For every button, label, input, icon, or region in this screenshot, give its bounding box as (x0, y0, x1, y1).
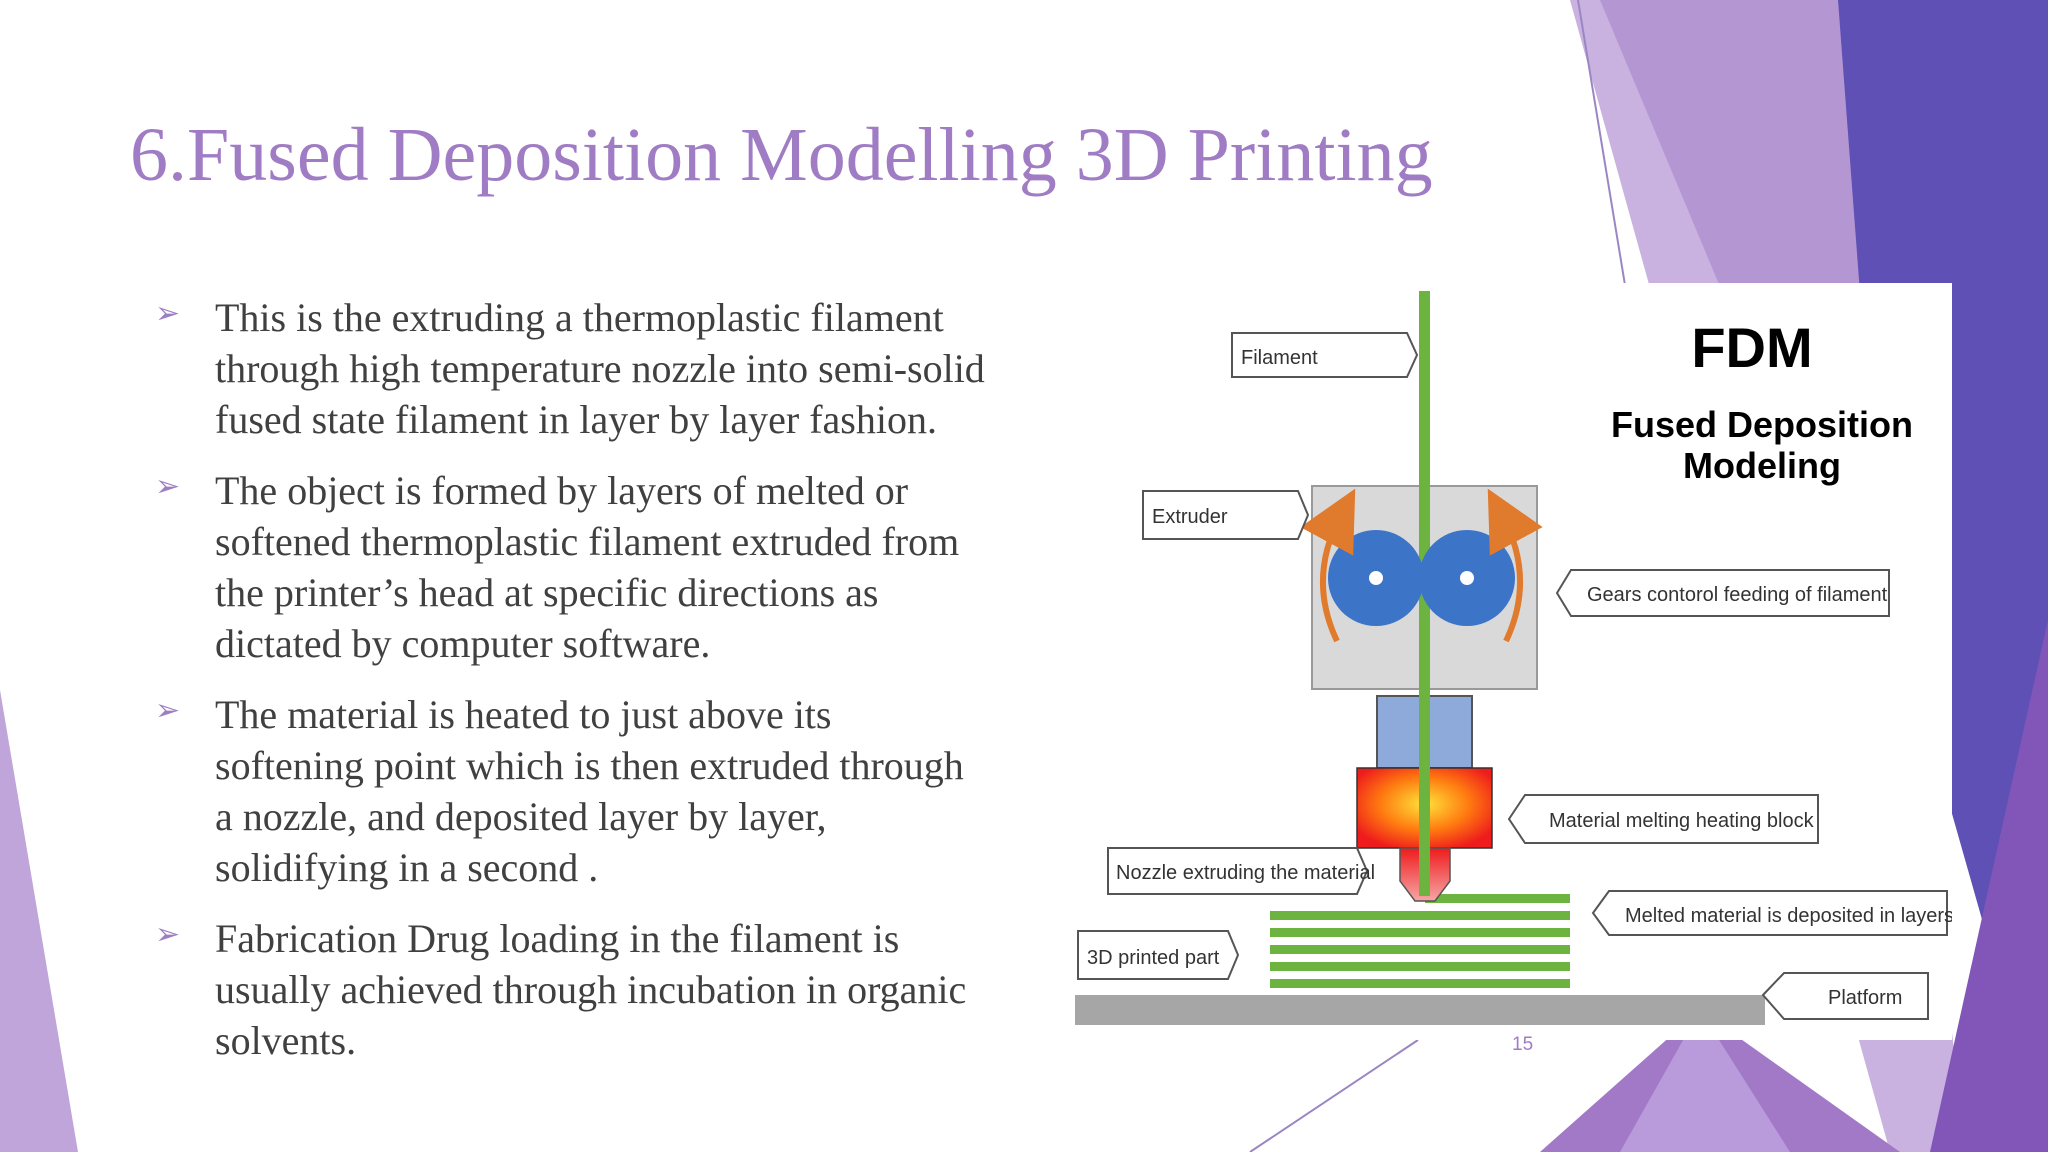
right-gear-hub (1460, 571, 1474, 585)
fdm-diagram-figure: Filament Extruder Nozzle extruding the m… (1075, 283, 1952, 1040)
bullet-item: ➢ Fabrication Drug loading in the filame… (155, 913, 1055, 1066)
label-gears: Gears contorol feeding of filament (1555, 569, 1890, 617)
left-gear-hub (1369, 571, 1383, 585)
figure-subheading-line1: Fused Deposition (1611, 404, 1913, 445)
page-number: 15 (1512, 1034, 1534, 1055)
bullet-line: Fabrication Drug loading in the filament… (215, 916, 900, 961)
bullet-item: ➢ This is the extruding a thermoplastic … (155, 292, 1055, 445)
bullet-line: The material is heated to just above its (215, 692, 832, 737)
label-deposited: Melted material is deposited in layers (1591, 890, 1952, 936)
printed-layer (1270, 945, 1570, 954)
deco-triangle-bottom-right-light (1620, 1010, 1790, 1152)
printed-layer (1270, 928, 1570, 937)
deco-triangle-right-purple (1930, 620, 2048, 1152)
label-gears-text: Gears contorol feeding of filament (1587, 584, 1888, 606)
deco-thin-line-top (1577, 0, 1626, 286)
label-heating-block-text: Material melting heating block (1549, 810, 1815, 832)
bullet-line: usually achieved through incubation in o… (215, 967, 967, 1012)
figure-heading: FDM (1691, 316, 1812, 379)
label-printed-part-text: 3D printed part (1087, 947, 1220, 969)
right-rotation-arrow-icon (1487, 488, 1543, 643)
bullet-list: ➢ This is the extruding a thermoplastic … (155, 292, 1055, 1086)
bullet-line: a nozzle, and deposited layer by layer, (215, 794, 827, 839)
printed-layer (1425, 894, 1570, 903)
bullet-line: through high temperature nozzle into sem… (215, 346, 985, 391)
bullet-arrow-icon: ➢ (155, 693, 181, 728)
bullet-line: This is the extruding a thermoplastic fi… (215, 295, 944, 340)
label-platform: Platform (1761, 972, 1929, 1020)
label-extruder: Extruder (1142, 490, 1310, 540)
printed-layer (1270, 962, 1570, 971)
bullet-arrow-icon: ➢ (155, 469, 181, 504)
label-printed-part: 3D printed part (1077, 930, 1240, 980)
bullet-line: softening point which is then extruded t… (215, 743, 964, 788)
bullet-arrow-icon: ➢ (155, 296, 181, 331)
printed-layer (1270, 911, 1570, 920)
bullet-line: solidifying in a second . (215, 845, 599, 890)
fdm-diagram: Filament Extruder Nozzle extruding the m… (1075, 291, 1952, 1025)
platform-bar (1075, 995, 1765, 1025)
deco-triangle-left (0, 690, 78, 1152)
figure-subheading-line2: Modeling (1683, 445, 1841, 486)
label-heating-block: Material melting heating block (1507, 794, 1819, 844)
bullet-item: ➢ The material is heated to just above i… (155, 689, 1055, 893)
label-filament: Filament (1231, 332, 1419, 378)
bullet-line: the printer’s head at specific direction… (215, 570, 879, 615)
label-nozzle: Nozzle extruding the material (1107, 847, 1375, 895)
bullet-line: The object is formed by layers of melted… (215, 468, 909, 513)
deco-thin-line-bottom (1249, 1039, 1419, 1152)
bullet-arrow-icon: ➢ (155, 917, 181, 952)
printed-layer (1270, 979, 1570, 988)
label-deposited-text: Melted material is deposited in layers (1625, 905, 1952, 927)
bullet-line: dictated by computer software. (215, 621, 711, 666)
left-rotation-arrow-icon (1300, 488, 1356, 643)
label-extruder-text: Extruder (1152, 506, 1228, 528)
label-nozzle-text: Nozzle extruding the material (1116, 862, 1375, 884)
slide-title: 6.Fused Deposition Modelling 3D Printing (130, 113, 1433, 197)
label-filament-text: Filament (1241, 347, 1318, 369)
bullet-line: solvents. (215, 1018, 357, 1063)
bullet-item: ➢ The object is formed by layers of melt… (155, 465, 1055, 669)
label-platform-text: Platform (1828, 987, 1902, 1009)
bullet-line: softened thermoplastic filament extruded… (215, 519, 960, 564)
bullet-line: fused state filament in layer by layer f… (215, 397, 937, 442)
